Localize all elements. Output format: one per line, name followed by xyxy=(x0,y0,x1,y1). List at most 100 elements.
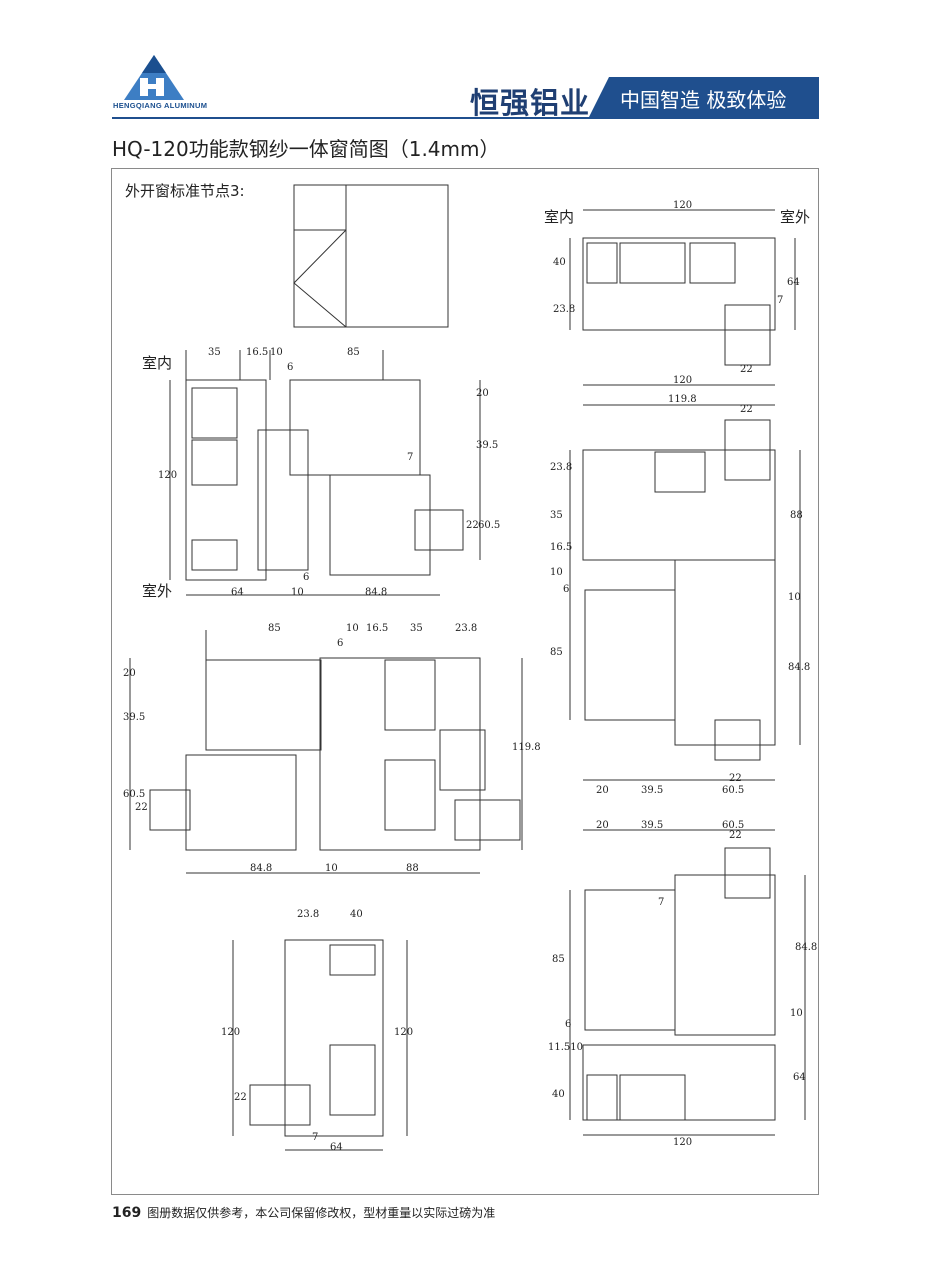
header-rule xyxy=(112,117,819,119)
dim-text: 10 xyxy=(550,567,563,578)
dim-text: 84.8 xyxy=(788,662,810,673)
dim-text: 88 xyxy=(406,863,419,874)
dim-text: 7 xyxy=(658,897,664,908)
dim-text: 6 xyxy=(303,572,309,583)
dim-text: 6 xyxy=(563,584,569,595)
dims-1: 35 16.5 10 85 6 20 39.5 120 7 22 60.5 64… xyxy=(158,347,500,598)
outdoor-label: 室外 xyxy=(142,582,173,600)
dim-text: 10 xyxy=(270,347,283,358)
section-drawing-2 xyxy=(129,630,523,874)
dim-text: 40 xyxy=(552,1089,565,1100)
section-subtitle: 外开窗标准节点3: xyxy=(125,182,245,200)
dim-text: 60.5 xyxy=(722,785,744,796)
section-drawing-4 xyxy=(569,209,796,386)
dim-text: 120 xyxy=(673,375,692,386)
dim-text: 22 xyxy=(135,802,148,813)
dim-text: 23.8 xyxy=(550,462,572,473)
brand-name: 恒强铝业 xyxy=(470,86,591,120)
dim-text: 22 xyxy=(729,773,742,784)
footer-note: 图册数据仅供参考，本公司保留修改权，型材重量以实际过磅为准 xyxy=(147,1206,496,1220)
dim-text: 20 xyxy=(123,668,136,679)
dim-text: 120 xyxy=(158,470,177,481)
dim-text: 20 xyxy=(596,820,609,831)
dim-text: 22 xyxy=(740,404,753,415)
dim-text: 23.8 xyxy=(297,909,319,920)
dim-text: 7 xyxy=(777,295,783,306)
dim-text: 23.8 xyxy=(553,304,575,315)
dims-2: 85 10 16.5 35 23.8 6 20 39.5 119.8 60.5 … xyxy=(123,623,541,874)
dims-6: 20 39.5 60.5 22 7 85 84.8 6 10 11.510 40… xyxy=(548,820,817,1148)
outdoor-label: 室外 xyxy=(780,208,811,226)
dim-text: 10 xyxy=(325,863,338,874)
slogan: 中国智造 极致体验 xyxy=(620,88,787,112)
dim-text: 85 xyxy=(268,623,281,634)
dim-text: 60.5 xyxy=(722,820,744,831)
dim-text: 39.5 xyxy=(641,785,663,796)
dim-text: 64 xyxy=(231,587,244,598)
dim-text: 35 xyxy=(208,347,221,358)
window-elevation-diagram xyxy=(293,184,449,328)
dim-text: 16.5 xyxy=(246,347,268,358)
dim-text: 16.5 xyxy=(550,542,572,553)
dim-text: 10 xyxy=(790,1008,803,1019)
slogan-banner xyxy=(589,77,819,117)
dim-text: 20 xyxy=(476,388,489,399)
dim-text: 39.5 xyxy=(476,440,498,451)
dim-text: 85 xyxy=(550,647,563,658)
dim-text: 16.5 xyxy=(366,623,388,634)
section-drawing-3 xyxy=(232,939,408,1151)
dim-text: 35 xyxy=(550,510,563,521)
dim-text: 6 xyxy=(565,1019,571,1030)
dim-text: 22 xyxy=(466,520,479,531)
dim-text: 35 xyxy=(410,623,423,634)
dim-text: 40 xyxy=(350,909,363,920)
dim-text: 120 xyxy=(394,1027,413,1038)
indoor-label: 室内 xyxy=(142,354,173,372)
footer: 169 图册数据仅供参考，本公司保留修改权，型材重量以实际过磅为准 xyxy=(112,1204,495,1221)
dim-text: 23.8 xyxy=(455,623,477,634)
dim-text: 88 xyxy=(790,510,803,521)
section-drawing-6 xyxy=(569,829,806,1136)
indoor-label: 室内 xyxy=(544,208,575,226)
dim-text: 119.8 xyxy=(512,742,541,753)
dim-text: 84.8 xyxy=(365,587,387,598)
dim-text: 7 xyxy=(407,452,413,463)
section-drawing-1 xyxy=(169,350,481,596)
logo-icon xyxy=(124,55,184,100)
dim-text: 64 xyxy=(787,277,800,288)
dim-text: 20 xyxy=(596,785,609,796)
dim-text: 22 xyxy=(740,364,753,375)
page-title: HQ-120功能款钢纱一体窗简图（1.4mm） xyxy=(112,137,500,161)
dims-3: 23.8 40 120 120 22 7 64 xyxy=(221,909,413,1153)
dim-text: 40 xyxy=(553,257,566,268)
page-number: 169 xyxy=(112,1205,142,1221)
dim-text: 11.510 xyxy=(548,1042,583,1053)
dim-text: 120 xyxy=(673,1137,692,1148)
dim-text: 22 xyxy=(234,1092,247,1103)
dim-text: 85 xyxy=(347,347,360,358)
dim-text: 10 xyxy=(788,592,801,603)
dim-text: 120 xyxy=(673,200,692,211)
dim-text: 120 xyxy=(221,1027,240,1038)
dim-text: 7 xyxy=(312,1132,318,1143)
logo-text: HENGQIANG ALUMINUM xyxy=(113,101,208,110)
section-drawing-5 xyxy=(569,404,801,781)
dim-text: 39.5 xyxy=(123,712,145,723)
dim-text: 64 xyxy=(793,1072,806,1083)
dim-text: 6 xyxy=(287,362,293,373)
dim-text: 60.5 xyxy=(478,520,500,531)
dim-text: 84.8 xyxy=(250,863,272,874)
dim-text: 64 xyxy=(330,1142,343,1153)
dim-text: 10 xyxy=(291,587,304,598)
drawing-frame xyxy=(111,168,819,1195)
dim-text: 84.8 xyxy=(795,942,817,953)
dim-text: 22 xyxy=(729,830,742,841)
dims-5: 119.8 22 23.8 35 10 16.5 6 10 85 84.8 88… xyxy=(550,394,810,796)
dim-text: 39.5 xyxy=(641,820,663,831)
dim-text: 119.8 xyxy=(668,394,697,405)
dim-text: 85 xyxy=(552,954,565,965)
dim-text: 10 xyxy=(346,623,359,634)
dim-text: 60.5 xyxy=(123,789,145,800)
dims-4: 120 40 23.8 64 7 22 120 xyxy=(553,200,800,386)
